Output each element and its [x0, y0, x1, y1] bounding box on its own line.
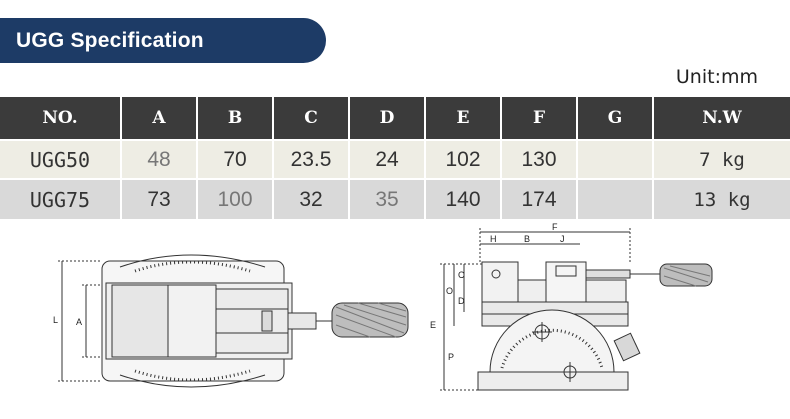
col-header-d: D [348, 97, 425, 141]
col-header-nw: N.W [652, 97, 790, 141]
col-header-b: B [196, 97, 273, 141]
cell-model: UGG50 [0, 140, 121, 179]
cell-e: 140 [424, 178, 501, 219]
cell-nw: 13 kg [652, 178, 790, 219]
unit-label: Unit:mm [675, 66, 758, 88]
cell-nw: 7 kg [652, 140, 790, 179]
vise-top-view-drawing: L A [53, 254, 409, 388]
cell-d: 24 [348, 140, 425, 179]
vise-side-view-drawing: H B F J C O D E P [430, 222, 713, 391]
dim-label-o: O [446, 286, 453, 296]
dim-label-l: L [53, 315, 58, 325]
dim-label-e: E [430, 320, 436, 330]
cell-a: 48 [120, 140, 197, 179]
col-header-no: NO. [0, 97, 121, 141]
cell-a: 73 [120, 178, 197, 219]
dim-label-c: C [458, 270, 465, 280]
table-header-row: NO. A B C D E F G N.W [0, 97, 790, 141]
spec-table: NO. A B C D E F G N.W UGG50 48 70 23.5 2… [0, 97, 790, 219]
dim-label-j: J [560, 234, 565, 244]
dim-label-h: H [490, 234, 497, 244]
cell-f: 174 [500, 178, 577, 219]
dim-label-f: F [552, 222, 558, 232]
dim-label-a: A [76, 317, 82, 327]
cell-d: 35 [348, 178, 425, 219]
dim-label-p: P [448, 352, 454, 362]
col-header-f: F [500, 97, 577, 141]
dim-label-d: D [458, 296, 465, 306]
cell-g [576, 178, 653, 219]
table-row: UGG50 48 70 23.5 24 102 130 7 kg [0, 140, 790, 179]
col-header-c: C [272, 97, 349, 141]
spec-title-banner: UGG Specification [0, 18, 326, 63]
cell-b: 100 [196, 178, 273, 219]
cell-b: 70 [196, 140, 273, 179]
table-row: UGG75 73 100 32 35 140 174 13 kg [0, 178, 790, 219]
dim-label-b: B [524, 234, 530, 244]
col-header-e: E [424, 97, 501, 141]
col-header-a: A [120, 97, 197, 141]
cell-e: 102 [424, 140, 501, 179]
cell-g [576, 140, 653, 179]
spec-title: UGG Specification [16, 29, 204, 52]
cell-model: UGG75 [0, 178, 121, 219]
cell-f: 130 [500, 140, 577, 179]
cell-c: 23.5 [272, 140, 349, 179]
col-header-g: G [576, 97, 653, 141]
cell-c: 32 [272, 178, 349, 219]
